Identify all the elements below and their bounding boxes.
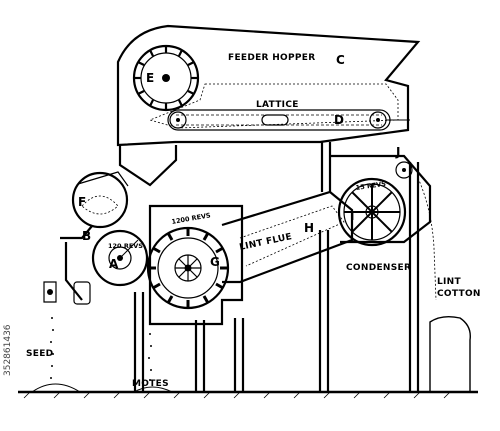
letter-c: C — [336, 53, 345, 67]
seed-board — [60, 225, 93, 301]
floor-hatching — [23, 391, 451, 399]
label-motes: MOTES — [132, 379, 169, 389]
label-revs-120: 120 REVS — [108, 242, 143, 250]
label-lint-flue: LINT FLUE — [239, 232, 294, 253]
falling-seed — [50, 317, 152, 381]
brush-cylinder-g — [146, 226, 230, 310]
watermark-id: 352861436 — [3, 324, 13, 376]
feeder-hopper-housing — [116, 24, 421, 147]
hopper-chute — [118, 145, 178, 187]
letter-h: H — [304, 221, 314, 235]
label-revs-1200: 1200 REVS — [171, 211, 212, 226]
mote-box — [73, 281, 91, 305]
seed-slide-knob — [47, 289, 53, 295]
letter-e: E — [146, 71, 154, 85]
lint-cotton-stream — [417, 177, 437, 301]
motes-pile — [132, 386, 173, 393]
gin-stand-box — [148, 204, 244, 326]
letter-a: A — [109, 257, 119, 271]
label-cotton: COTTON — [437, 289, 481, 299]
label-feeder-hopper: FEEDER HOPPER — [228, 53, 315, 63]
doffer-j — [395, 161, 413, 179]
condenser-wheel-i — [337, 177, 407, 247]
seed-pile — [30, 383, 82, 393]
letter-j: J — [395, 145, 400, 159]
lint-flue-cotton — [239, 205, 345, 267]
letter-f: F — [78, 195, 86, 209]
label-lint: LINT — [437, 277, 462, 287]
letter-d: D — [334, 113, 344, 127]
letter-g: G — [210, 255, 220, 269]
letter-i: I — [350, 209, 354, 223]
lattice-conveyor — [167, 109, 410, 131]
roll-box-f — [71, 171, 129, 229]
label-seed: SEED — [26, 349, 53, 359]
seed-slide — [43, 281, 57, 303]
lint-cotton-pile — [429, 315, 471, 392]
condenser-frame — [330, 154, 432, 244]
letter-b: B — [82, 229, 91, 243]
spiked-roller-e — [132, 44, 200, 112]
label-condenser: CONDENSER — [346, 263, 411, 273]
lint-flue-duct — [221, 190, 354, 284]
support-columns — [133, 142, 420, 392]
saw-cylinder-a — [91, 229, 149, 287]
label-lattice: LATTICE — [256, 100, 299, 110]
hopper-cotton-fill — [148, 83, 399, 129]
